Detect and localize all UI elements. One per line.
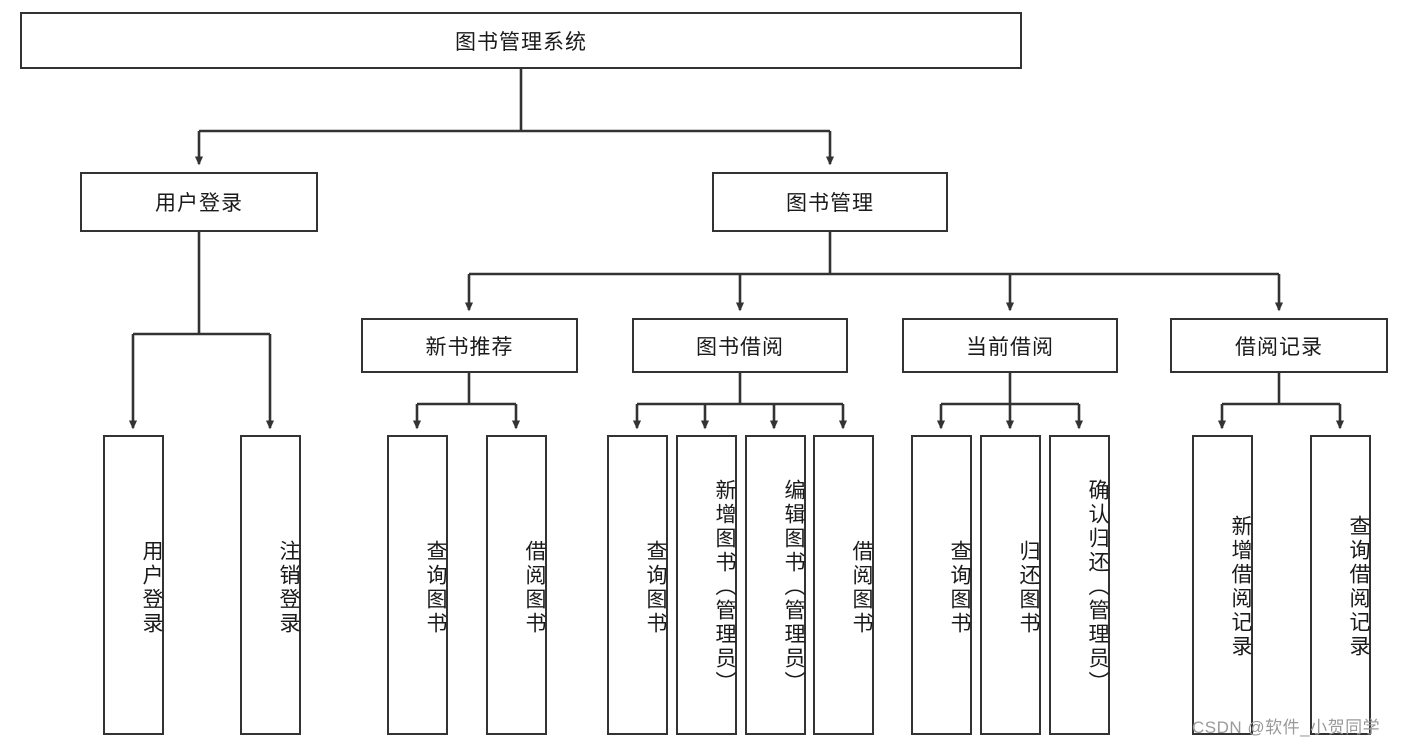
node-leaf-query-book-2-label: 查询图书 <box>644 540 667 636</box>
node-new-book-recommendation-label: 新书推荐 <box>425 335 514 359</box>
node-book-manage[interactable]: 图书管理 <box>712 172 948 232</box>
node-leaf-query-record-label: 查询借阅记录 <box>1347 515 1370 659</box>
node-root[interactable]: 图书管理系统 <box>20 12 1022 69</box>
node-leaf-add-record[interactable]: 新增借阅记录 <box>1192 435 1253 735</box>
node-leaf-query-record[interactable]: 查询借阅记录 <box>1310 435 1371 735</box>
node-book-borrow-label: 图书借阅 <box>696 335 784 359</box>
node-borrow-record-label: 借阅记录 <box>1235 335 1323 359</box>
node-leaf-borrow-book-1[interactable]: 借阅图书 <box>486 435 547 735</box>
node-leaf-user-login-label: 用户登录 <box>140 540 163 636</box>
node-leaf-confirm-return[interactable]: 确认归还（管理员） <box>1049 435 1110 735</box>
node-leaf-add-book[interactable]: 新增图书（管理员） <box>676 435 737 735</box>
node-leaf-add-book-label: 新增图书（管理员） <box>713 479 736 695</box>
node-user-login[interactable]: 用户登录 <box>80 172 318 232</box>
node-leaf-logout-label: 注销登录 <box>277 540 300 636</box>
node-borrow-record[interactable]: 借阅记录 <box>1170 318 1388 373</box>
node-leaf-return-book-label: 归还图书 <box>1017 540 1040 636</box>
node-leaf-query-book-3[interactable]: 查询图书 <box>911 435 972 735</box>
node-book-manage-label: 图书管理 <box>786 192 874 215</box>
watermark-text: CSDN @软件_小贺同学 <box>1192 718 1381 737</box>
node-leaf-logout[interactable]: 注销登录 <box>240 435 301 735</box>
node-leaf-edit-book-label: 编辑图书（管理员） <box>782 479 805 695</box>
node-leaf-query-book-2[interactable]: 查询图书 <box>607 435 668 735</box>
node-user-login-label: 用户登录 <box>155 192 243 215</box>
node-leaf-query-book-1[interactable]: 查询图书 <box>387 435 448 735</box>
node-leaf-confirm-return-label: 确认归还（管理员） <box>1086 479 1109 695</box>
node-leaf-user-login[interactable]: 用户登录 <box>103 435 164 735</box>
node-leaf-add-record-label: 新增借阅记录 <box>1229 515 1252 659</box>
node-leaf-return-book[interactable]: 归还图书 <box>980 435 1041 735</box>
node-leaf-query-book-3-label: 查询图书 <box>948 540 971 636</box>
node-root-label: 图书管理系统 <box>455 30 587 54</box>
node-book-borrow[interactable]: 图书借阅 <box>632 318 848 373</box>
node-current-borrow-label: 当前借阅 <box>966 335 1054 359</box>
node-leaf-query-book-1-label: 查询图书 <box>424 540 447 636</box>
node-leaf-borrow-book-2-label: 借阅图书 <box>850 540 873 636</box>
node-current-borrow[interactable]: 当前借阅 <box>902 318 1118 373</box>
node-new-book-recommendation[interactable]: 新书推荐 <box>361 318 578 373</box>
node-leaf-borrow-book-2[interactable]: 借阅图书 <box>813 435 874 735</box>
node-leaf-borrow-book-1-label: 借阅图书 <box>523 540 546 636</box>
node-leaf-edit-book[interactable]: 编辑图书（管理员） <box>745 435 806 735</box>
